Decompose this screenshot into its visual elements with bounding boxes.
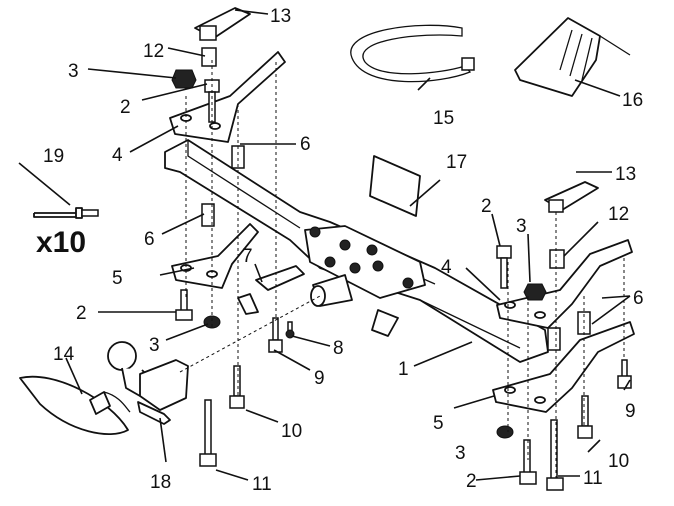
callout-2-left-bottom: 2 xyxy=(76,303,87,324)
callout-17: 17 xyxy=(446,152,467,173)
protective-cover-16 xyxy=(514,17,631,97)
callout-2-left: 2 xyxy=(120,97,131,118)
callout-5-left: 5 xyxy=(112,268,123,289)
cable-tie-15 xyxy=(350,24,475,83)
clamp-plate-top-left xyxy=(194,7,251,41)
leader-lines xyxy=(18,9,631,481)
clamp-plate-right xyxy=(544,181,599,213)
left-upper-bracket xyxy=(169,51,286,143)
callout-3-left-bottom: 3 xyxy=(149,335,160,356)
callout-13-top: 13 xyxy=(270,6,291,27)
bolt-9-left xyxy=(268,317,283,353)
callout-18: 18 xyxy=(150,472,171,493)
spacer-12-right xyxy=(549,249,565,269)
callout-2-right-bottom: 2 xyxy=(466,471,477,492)
callout-9-left: 9 xyxy=(314,368,325,389)
tow-ball-assembly xyxy=(19,341,189,436)
callout-6-left-lower: 6 xyxy=(144,229,155,250)
nut-3-left xyxy=(171,69,197,89)
callout-12-top: 12 xyxy=(143,41,164,62)
callout-13-right: 13 xyxy=(615,164,636,185)
callout-4-right: 4 xyxy=(441,257,452,278)
rivet-multiplier: x10 xyxy=(36,226,86,259)
assembly-guide-lines xyxy=(179,60,625,478)
bolt-10-left xyxy=(229,365,245,409)
callout-11-left: 11 xyxy=(252,474,272,495)
callout-3-right-bottom: 3 xyxy=(455,443,466,464)
bolt-11-right xyxy=(546,419,564,491)
callout-16: 16 xyxy=(622,90,643,111)
main-crossbar xyxy=(164,139,549,363)
callout-10-right: 10 xyxy=(608,451,629,472)
bolt-10-right xyxy=(577,395,593,439)
callout-2-right-top: 2 xyxy=(481,196,492,217)
bolt-2-left-bottom xyxy=(175,289,193,321)
callout-12-right: 12 xyxy=(608,204,629,225)
washer-3-right-bottom xyxy=(496,425,514,439)
callout-4-left: 4 xyxy=(112,145,123,166)
washer-3-left-bottom xyxy=(203,315,221,329)
callout-10-left: 10 xyxy=(281,421,302,442)
callout-9-right: 9 xyxy=(625,401,636,422)
small-bracket-7 xyxy=(237,265,305,315)
callout-3-left: 3 xyxy=(68,61,79,82)
callout-6-right: 6 xyxy=(633,288,644,309)
callout-11-right: 11 xyxy=(583,468,603,489)
rivet-19 xyxy=(33,207,99,219)
bolt-11-left xyxy=(199,399,217,467)
callout-7: 7 xyxy=(242,246,253,267)
callout-19: 19 xyxy=(43,146,64,167)
callout-3-right-top: 3 xyxy=(516,216,527,237)
bolt-2-right-bottom xyxy=(519,439,537,485)
callout-1: 1 xyxy=(398,359,409,380)
nut-3-right xyxy=(523,283,547,301)
bolt-2-right-top xyxy=(496,245,512,289)
spacer-12-left xyxy=(201,47,217,67)
callout-6-left-upper: 6 xyxy=(300,134,311,155)
callout-15: 15 xyxy=(433,108,454,129)
callout-5-right: 5 xyxy=(433,413,444,434)
bolt-9-right xyxy=(617,359,632,389)
instruction-sheet-17 xyxy=(369,155,421,217)
callout-14: 14 xyxy=(53,344,75,365)
sleeve-6-d xyxy=(547,327,561,351)
callout-8: 8 xyxy=(333,338,344,359)
